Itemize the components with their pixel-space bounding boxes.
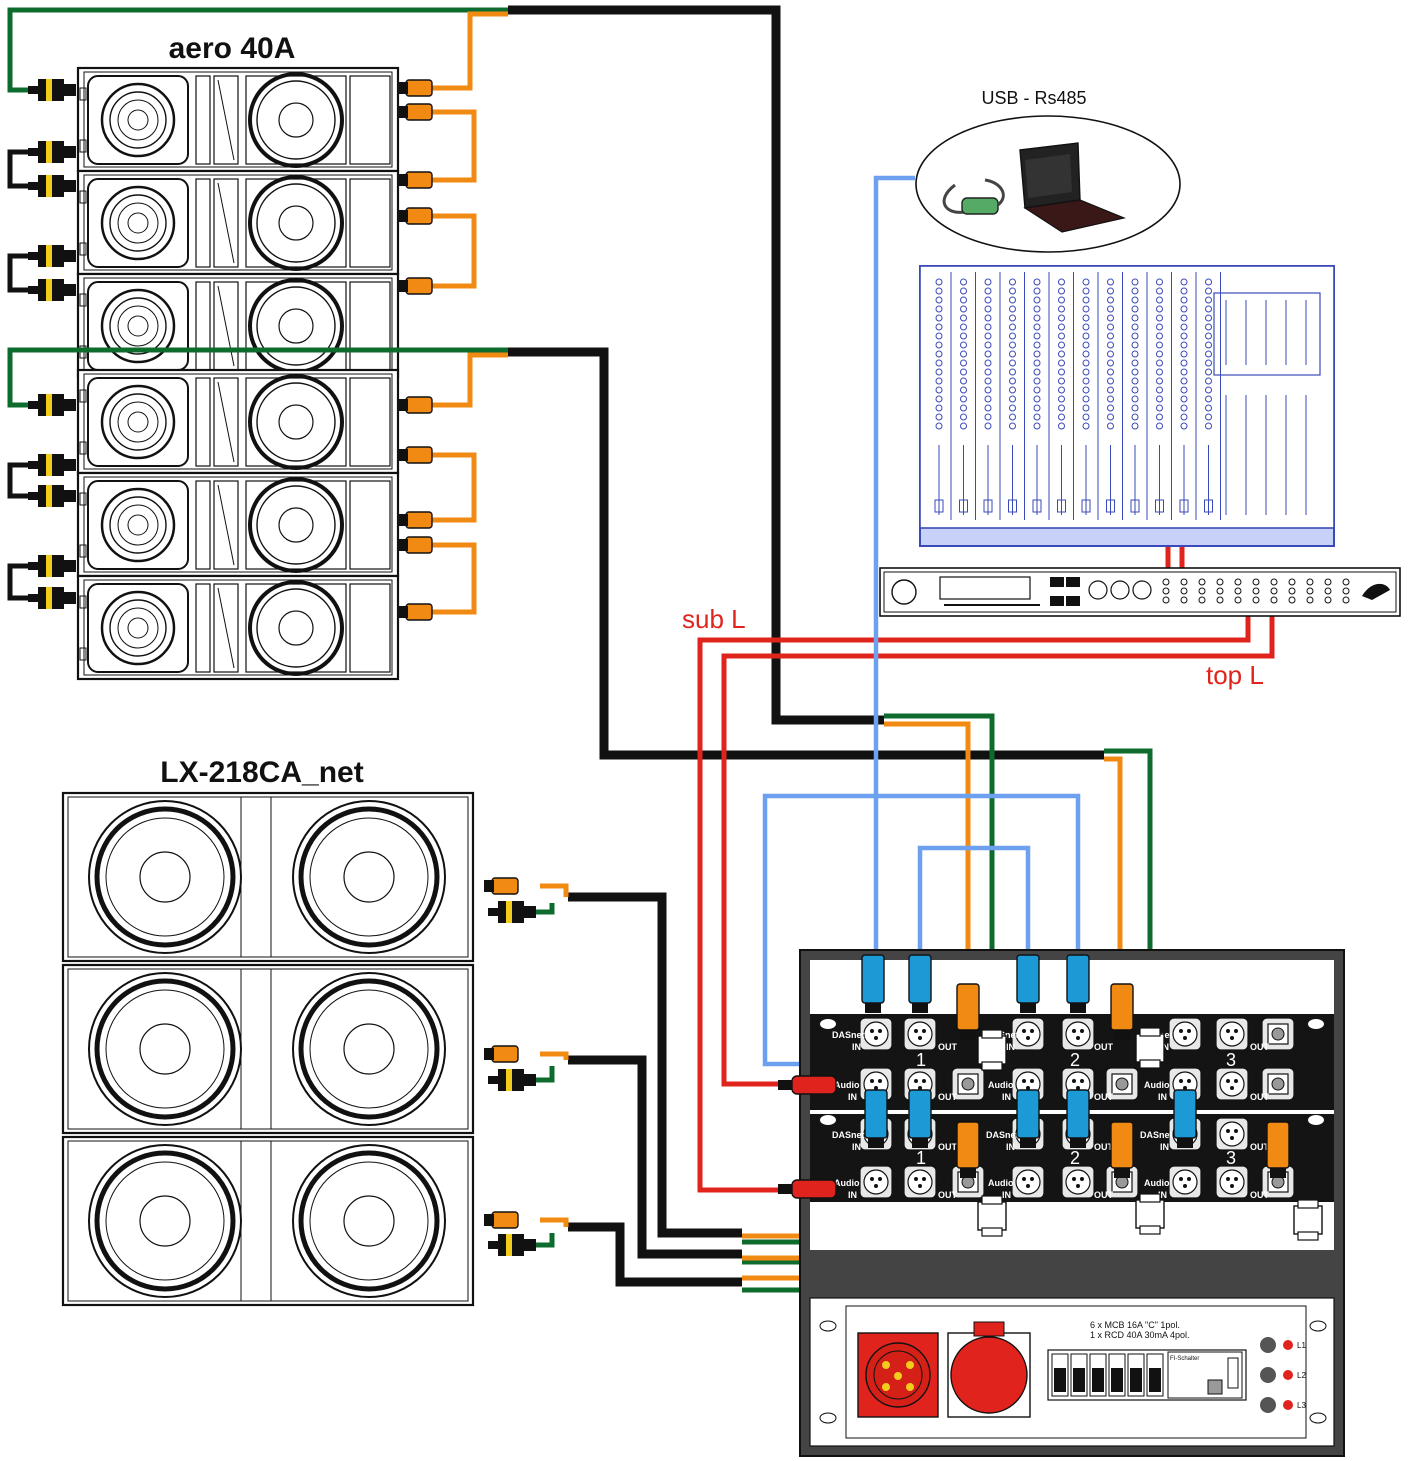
- r1-out-c: OUT: [1250, 1042, 1270, 1052]
- usb-label: USB - Rs485: [981, 88, 1086, 108]
- r1-channel-1: 1: [916, 1050, 926, 1070]
- red-audio-plugs: [778, 1075, 837, 1199]
- r1-channel-2: 2: [1070, 1050, 1080, 1070]
- sub-l-label: sub L: [682, 604, 746, 634]
- phase-l2: L2: [1297, 1371, 1306, 1380]
- mixer-console: [919, 265, 1335, 547]
- r2-audio-out-b: OUT: [1094, 1190, 1114, 1200]
- dsp-processor: [879, 567, 1401, 617]
- r1-audio-out-b: OUT: [1094, 1092, 1114, 1102]
- r1-audio-in-c: IN: [1158, 1092, 1167, 1102]
- phase-l1: L1: [1297, 1341, 1306, 1350]
- r2-audio-in-a: IN: [848, 1190, 857, 1200]
- sub-title: LX-218CA_net: [160, 756, 363, 789]
- r2-in-a: IN: [852, 1142, 861, 1152]
- r1-in-b: IN: [1006, 1042, 1015, 1052]
- red-cables: [697, 546, 1275, 1193]
- r1-dasnet-a: DASnet: [832, 1030, 865, 1040]
- r1-audio-c: Audio: [1144, 1080, 1170, 1090]
- r2-audio-c: Audio: [1144, 1178, 1170, 1188]
- sub-connectors: [483, 877, 536, 1256]
- laptop-icon: [1019, 142, 1126, 233]
- r2-channel-2: 2: [1070, 1148, 1080, 1168]
- r2-out-b: OUT: [1094, 1142, 1114, 1152]
- usb-adapter-icon: [942, 178, 1005, 215]
- aero-array: [76, 66, 400, 681]
- r2-out-c: OUT: [1250, 1142, 1270, 1152]
- breaker-panel: [1047, 1349, 1247, 1401]
- r2-audio-out-c: OUT: [1250, 1190, 1270, 1200]
- r2-dasnet-b: DASnet: [986, 1130, 1019, 1140]
- r2-dasnet-c: DASnet: [1140, 1130, 1173, 1140]
- phase-leds: [1260, 1337, 1293, 1413]
- r1-audio-in-a: IN: [848, 1092, 857, 1102]
- black-cables: [508, 5, 1104, 1287]
- cee-socket-icon: [857, 1332, 939, 1418]
- r2-audio-out-a: OUT: [938, 1190, 958, 1200]
- r1-in-a: IN: [852, 1042, 861, 1052]
- fi-label: FI-Schalter: [1170, 1356, 1199, 1362]
- r1-audio-b: Audio: [988, 1080, 1014, 1090]
- r2-audio-a: Audio: [834, 1178, 860, 1188]
- r2-in-c: IN: [1160, 1142, 1169, 1152]
- cee-socket-round-icon: [947, 1321, 1031, 1418]
- r2-in-b: IN: [1006, 1142, 1015, 1152]
- r2-channel-3: 3: [1226, 1148, 1236, 1168]
- array-title: aero 40A: [169, 32, 296, 65]
- r1-out-b: OUT: [1094, 1042, 1114, 1052]
- r2-channel-1: 1: [916, 1148, 926, 1168]
- mcb-line1: 6 x MCB 16A "C" 1pol.: [1090, 1320, 1180, 1330]
- r1-audio-in-b: IN: [1002, 1092, 1011, 1102]
- sub-stack: [63, 793, 473, 1305]
- phase-l3: L3: [1297, 1401, 1306, 1410]
- r1-audio-out-c: OUT: [1250, 1092, 1270, 1102]
- r1-channel-3: 3: [1226, 1050, 1236, 1070]
- r1-audio-out-a: OUT: [938, 1092, 958, 1102]
- r2-out-a: OUT: [938, 1142, 958, 1152]
- r1-audio-a: Audio: [834, 1080, 860, 1090]
- r1-out-a: OUT: [938, 1042, 958, 1052]
- top-l-label: top L: [1206, 660, 1264, 690]
- r2-dasnet-a: DASnet: [832, 1130, 865, 1140]
- r2-audio-in-c: IN: [1158, 1190, 1167, 1200]
- mcb-line2: 1 x RCD 40A 30mA 4pol.: [1090, 1330, 1190, 1340]
- aero-jumpers: [7, 149, 40, 601]
- r2-audio-in-b: IN: [1002, 1190, 1011, 1200]
- r2-audio-b: Audio: [988, 1178, 1014, 1188]
